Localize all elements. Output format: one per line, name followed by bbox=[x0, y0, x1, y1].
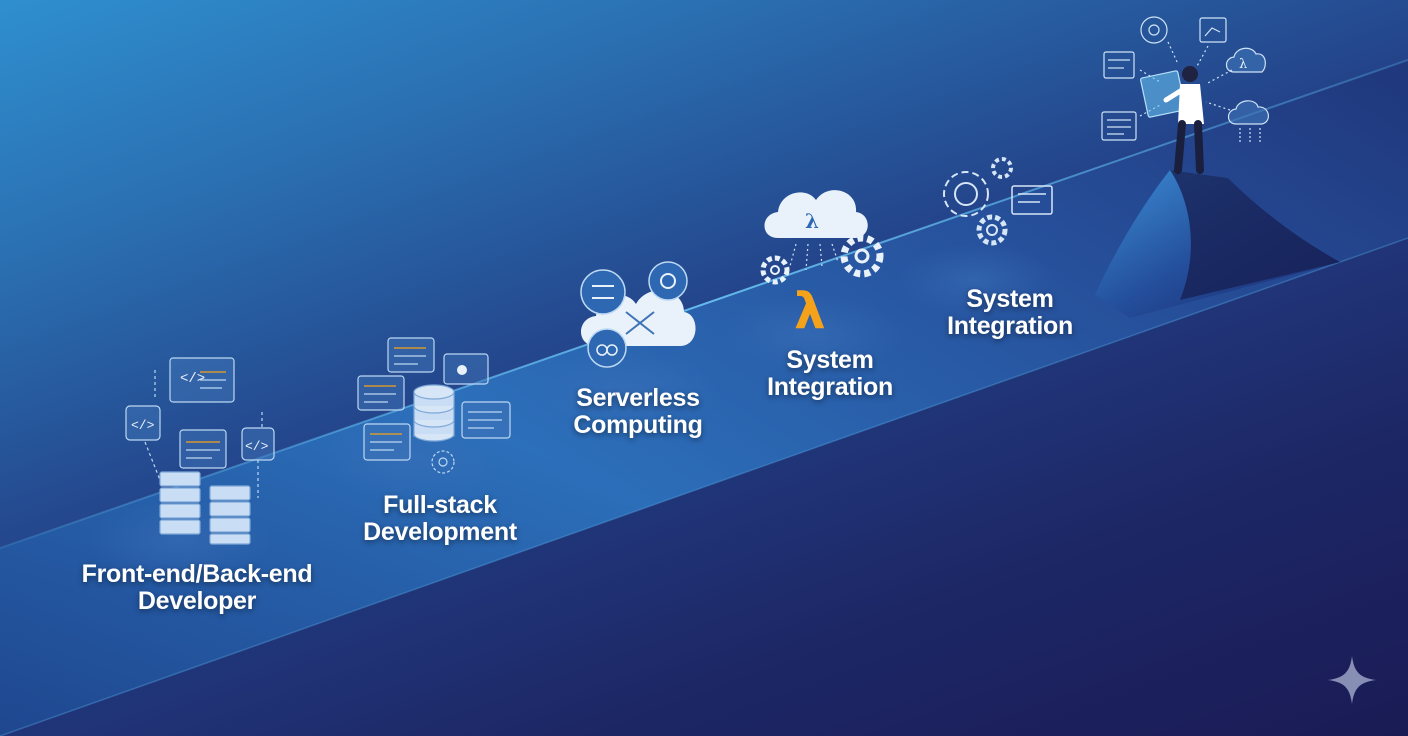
path-lower-edge bbox=[0, 237, 1408, 736]
stage-platform-3 bbox=[533, 350, 717, 430]
code-window-icon bbox=[179, 429, 227, 469]
stage-label-5: System Integration bbox=[920, 286, 1100, 340]
code-tag-icon: </> bbox=[241, 427, 275, 461]
image-panel-icon bbox=[443, 353, 489, 385]
developer-person bbox=[1140, 66, 1204, 174]
svg-text:</>: </> bbox=[131, 418, 155, 433]
stage-5-illustration bbox=[943, 157, 1053, 246]
gear-icon bbox=[991, 157, 1013, 179]
code-window-icon: </> bbox=[169, 357, 235, 403]
stage-label-1: Front-end/Back-end Developer bbox=[72, 561, 322, 615]
stage-platform-4 bbox=[718, 295, 902, 375]
stage-2-title-line1: Full-stack bbox=[383, 491, 497, 519]
svg-text:</>: </> bbox=[245, 439, 269, 454]
stage-2-title-line2: Development bbox=[363, 518, 517, 546]
stage-label-2: Full-stack Development bbox=[340, 492, 540, 546]
stage-1-illustration: </> </> </> bbox=[125, 357, 275, 545]
mountain-shadow bbox=[1170, 170, 1340, 300]
code-tag-icon: </> bbox=[125, 405, 161, 441]
lambda-symbol: λ bbox=[794, 282, 826, 340]
stage-2-illustration bbox=[357, 337, 511, 474]
hardware-panel-icon bbox=[1011, 185, 1053, 215]
server-rack-icon bbox=[159, 471, 251, 545]
stage-3-title-line1: Serverless bbox=[576, 384, 700, 412]
gear-icon bbox=[760, 255, 790, 285]
cloud-network-icon bbox=[1227, 100, 1269, 142]
lambda-cloud-icon: λ bbox=[1225, 47, 1266, 73]
stage-platform-5 bbox=[897, 244, 1053, 316]
stage-4-title-line1: System bbox=[786, 346, 874, 374]
gear-icon bbox=[1140, 16, 1168, 44]
stage-3-title-line2: Computing bbox=[573, 411, 703, 439]
path-edge-glow bbox=[0, 59, 1408, 549]
database-icon bbox=[413, 384, 455, 442]
sliders-icon bbox=[580, 269, 626, 315]
gear-icon bbox=[976, 214, 1008, 246]
lambda-cloud-symbol: λ bbox=[805, 209, 819, 233]
document-icon bbox=[1101, 111, 1137, 141]
analytics-icon bbox=[1199, 17, 1227, 43]
summit-lambda-symbol: λ bbox=[1239, 57, 1247, 72]
stage-4-illustration: λ λ bbox=[760, 190, 884, 340]
stage-1-title-line2: Developer bbox=[137, 587, 257, 615]
code-panel-icon bbox=[387, 337, 435, 373]
settings-gear-icon bbox=[431, 450, 455, 474]
code-panel-icon bbox=[363, 423, 411, 461]
stage-4-title-line2: Integration bbox=[767, 373, 893, 401]
dashboard-icon bbox=[1103, 51, 1135, 79]
stage-5-title-line2: Integration bbox=[947, 312, 1073, 340]
stage-label-3: Serverless Computing bbox=[548, 385, 728, 439]
code-panel-icon bbox=[357, 375, 405, 411]
svg-text:</>: </> bbox=[180, 371, 205, 387]
gear-icon bbox=[840, 234, 884, 278]
stage-3-illustration bbox=[580, 261, 696, 368]
lambda-cloud-icon bbox=[764, 190, 868, 238]
sparkle-icon bbox=[1328, 656, 1376, 704]
code-panel-icon bbox=[461, 401, 511, 439]
network-node-icon bbox=[625, 311, 655, 335]
stage-label-4: System Integration bbox=[740, 347, 920, 401]
gear-icon bbox=[648, 261, 688, 301]
stage-1-title-line1: Front-end/Back-end bbox=[81, 560, 313, 588]
gear-icon bbox=[943, 171, 989, 217]
stage-5-title-line1: System bbox=[966, 285, 1054, 313]
